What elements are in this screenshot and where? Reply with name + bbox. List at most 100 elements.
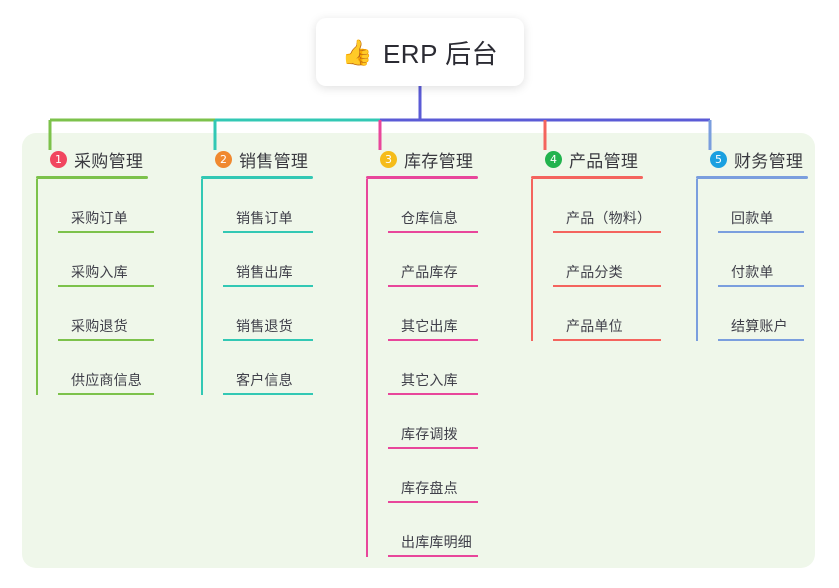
branch-column-1: 1 采购管理采购订单采购入库采购退货供应商信息	[36, 146, 154, 395]
leaf-item[interactable]: 客户信息	[223, 341, 313, 395]
leaf-item-label: 产品库存	[401, 264, 458, 280]
leaf-item[interactable]: 其它入库	[388, 341, 478, 395]
leaf-item-underline	[553, 285, 661, 287]
branch-underline-3	[366, 176, 478, 179]
leaf-item-underline	[553, 339, 661, 341]
branch-header-5[interactable]: 5 财务管理	[696, 146, 808, 172]
leaf-item-label: 库存盘点	[401, 480, 458, 496]
leaf-item-label: 其它入库	[401, 372, 458, 388]
leaf-item-underline	[58, 393, 154, 395]
leaf-item-label: 供应商信息	[71, 372, 142, 388]
leaf-item-label: 其它出库	[401, 318, 458, 334]
branch-title-5: 财务管理	[734, 151, 804, 171]
leaf-item[interactable]: 销售订单	[223, 179, 313, 233]
branch-title-2: 销售管理	[239, 151, 309, 171]
leaf-item[interactable]: 付款单	[718, 233, 808, 287]
leaf-item-underline	[388, 501, 478, 503]
leaf-item-underline	[388, 555, 478, 557]
leaf-item[interactable]: 回款单	[718, 179, 808, 233]
branch-leaf-list-3: 仓库信息产品库存其它出库其它入库库存调拨库存盘点出库库明细	[366, 179, 478, 557]
leaf-item[interactable]: 产品（物料）	[553, 179, 661, 233]
branch-column-3: 3 库存管理仓库信息产品库存其它出库其它入库库存调拨库存盘点出库库明细	[366, 146, 478, 557]
leaf-item[interactable]: 采购订单	[58, 179, 154, 233]
leaf-item-underline	[223, 393, 313, 395]
leaf-item-underline	[388, 231, 478, 233]
branch-underline-4	[531, 176, 643, 179]
leaf-item-label: 产品分类	[566, 264, 623, 280]
branch-leaf-list-1: 采购订单采购入库采购退货供应商信息	[36, 179, 154, 395]
branch-column-2: 2 销售管理销售订单销售出库销售退货客户信息	[201, 146, 313, 395]
leaf-item-label: 客户信息	[236, 372, 293, 388]
leaf-item-underline	[223, 285, 313, 287]
leaf-item-label: 产品（物料）	[566, 210, 652, 226]
leaf-item-underline	[553, 231, 661, 233]
leaf-item[interactable]: 供应商信息	[58, 341, 154, 395]
leaf-item[interactable]: 仓库信息	[388, 179, 478, 233]
branch-leaf-list-2: 销售订单销售出库销售退货客户信息	[201, 179, 313, 395]
leaf-item-underline	[388, 447, 478, 449]
branch-badge-icon-3: 3	[380, 150, 397, 168]
leaf-item-label: 采购退货	[71, 318, 128, 334]
leaf-item-underline	[388, 393, 478, 395]
leaf-item[interactable]: 库存调拨	[388, 395, 478, 449]
branch-badge-icon-4: 4	[545, 150, 562, 168]
leaf-item-label: 结算账户	[731, 318, 788, 334]
leaf-item-label: 库存调拨	[401, 426, 458, 442]
branch-underline-1	[36, 176, 148, 179]
leaf-item[interactable]: 其它出库	[388, 287, 478, 341]
branch-header-4[interactable]: 4 产品管理	[531, 146, 651, 172]
branch-spine-5	[696, 179, 698, 341]
branch-badge-icon-2: 2	[215, 150, 232, 168]
leaf-item[interactable]: 产品单位	[553, 287, 661, 341]
branch-header-2[interactable]: 2 销售管理	[201, 146, 313, 172]
leaf-item-label: 销售退货	[236, 318, 293, 334]
branch-spine-2	[201, 179, 203, 395]
leaf-item[interactable]: 采购入库	[58, 233, 154, 287]
leaf-item-label: 销售出库	[236, 264, 293, 280]
leaf-item[interactable]: 采购退货	[58, 287, 154, 341]
root-node-content: 👍 ERP 后台	[342, 34, 498, 71]
leaf-item[interactable]: 产品库存	[388, 233, 478, 287]
branch-spine-1	[36, 179, 38, 395]
leaf-item-underline	[58, 339, 154, 341]
leaf-item[interactable]: 结算账户	[718, 287, 808, 341]
thumbs-up-icon: 👍	[341, 37, 373, 67]
leaf-item-underline	[388, 285, 478, 287]
branch-column-4: 4 产品管理产品（物料） 产品分类产品单位	[531, 146, 661, 341]
leaf-item-underline	[718, 339, 804, 341]
branches-panel	[22, 133, 815, 568]
branch-spine-4	[531, 179, 533, 341]
leaf-item[interactable]: 产品分类	[553, 233, 661, 287]
branch-title-1: 采购管理	[74, 151, 144, 171]
branch-badge-icon-5: 5	[710, 150, 727, 168]
branch-title-3: 库存管理	[404, 151, 474, 171]
leaf-item-label: 采购订单	[71, 210, 128, 226]
leaf-item[interactable]: 出库库明细	[388, 503, 478, 557]
branch-header-1[interactable]: 1 采购管理	[36, 146, 148, 172]
branch-title-4: 产品管理	[569, 151, 639, 171]
leaf-item-underline	[718, 231, 804, 233]
branch-leaf-list-4: 产品（物料） 产品分类产品单位	[531, 179, 661, 341]
leaf-item[interactable]: 销售退货	[223, 287, 313, 341]
branch-header-3[interactable]: 3 库存管理	[366, 146, 478, 172]
root-node[interactable]: 👍 ERP 后台	[316, 18, 524, 86]
leaf-item[interactable]: 销售出库	[223, 233, 313, 287]
branch-column-5: 5 财务管理回款单付款单结算账户	[696, 146, 808, 341]
branch-badge-icon-1: 1	[50, 150, 67, 168]
leaf-item-underline	[388, 339, 478, 341]
branch-underline-5	[696, 176, 808, 179]
branch-underline-2	[201, 176, 313, 179]
leaf-item-underline	[718, 285, 804, 287]
leaf-item-underline	[223, 231, 313, 233]
leaf-item-underline	[58, 231, 154, 233]
leaf-item-label: 仓库信息	[401, 210, 458, 226]
leaf-item-underline	[58, 285, 154, 287]
leaf-item-label: 采购入库	[71, 264, 128, 280]
leaf-item[interactable]: 库存盘点	[388, 449, 478, 503]
leaf-item-label: 出库库明细	[401, 534, 472, 550]
branch-leaf-list-5: 回款单付款单结算账户	[696, 179, 808, 341]
branch-spine-3	[366, 179, 368, 557]
leaf-item-label: 产品单位	[566, 318, 623, 334]
leaf-item-underline	[223, 339, 313, 341]
